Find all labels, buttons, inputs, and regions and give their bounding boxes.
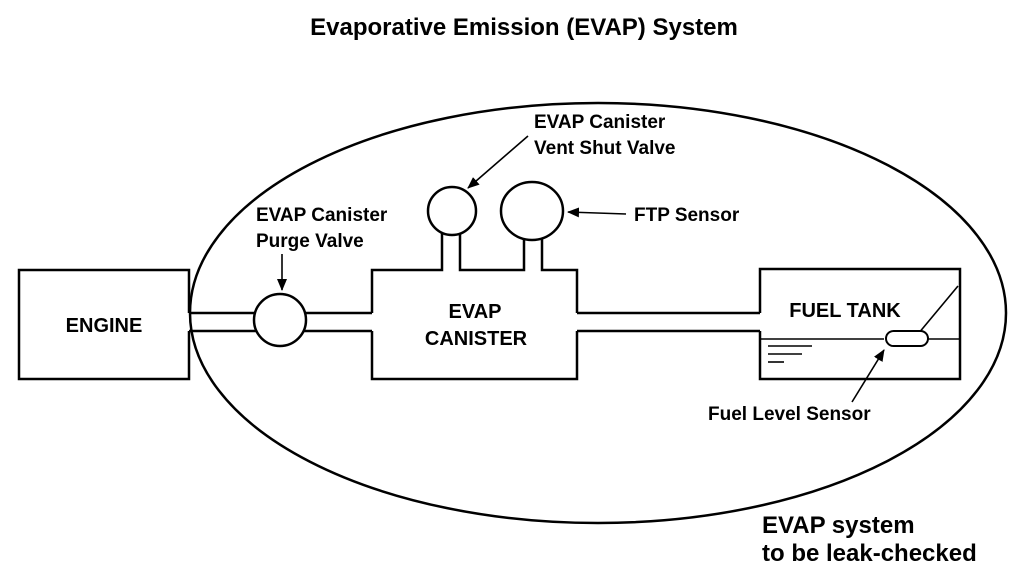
- ftp-sensor-arrow: [567, 207, 627, 218]
- canister-label-line2: CANISTER: [425, 328, 528, 350]
- purge-valve-label-line1: EVAP Canister: [256, 205, 388, 226]
- vent-shut-valve: [426, 185, 478, 237]
- leak-check-note-line1: EVAP system: [762, 512, 915, 539]
- ftp-sensor-label: FTP Sensor: [634, 205, 740, 226]
- fuel-tank-box: [758, 267, 962, 381]
- fuel-level-float: [885, 330, 929, 347]
- fuel-level-sensor-arrow: [851, 349, 885, 403]
- vent-valve-arrow: [467, 135, 529, 189]
- leak-check-note-line2: to be leak-checked: [762, 540, 977, 567]
- fuel-tank-label: FUEL TANK: [789, 300, 901, 322]
- fuel-level-sensor-label: Fuel Level Sensor: [708, 404, 871, 425]
- canister-label-line1: EVAP: [449, 301, 502, 323]
- purge-valve: [252, 292, 308, 348]
- engine-label: ENGINE: [66, 315, 143, 337]
- purge-valve-label-line2: Purge Valve: [256, 231, 364, 252]
- canister-box: [370, 230, 579, 381]
- engine-box: [17, 268, 191, 381]
- diagram-title: Evaporative Emission (EVAP) System: [310, 14, 738, 41]
- float-arm: [917, 285, 959, 335]
- ftp-sensor: [499, 180, 565, 242]
- vent-valve-label-line1: EVAP Canister: [534, 112, 666, 133]
- vent-valve-label-line2: Vent Shut Valve: [534, 138, 676, 159]
